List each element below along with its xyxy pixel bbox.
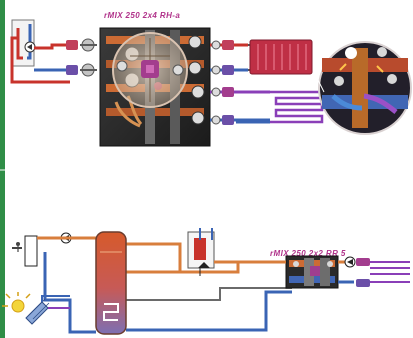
bottom-supply-lines [37, 238, 292, 272]
underfloor-loop [236, 92, 322, 122]
hot-water-tap-icon [12, 236, 37, 266]
bottom-room-icon [188, 228, 214, 268]
bottom-return-lines [45, 252, 292, 332]
radiator-icon [250, 40, 312, 74]
detail-inset-circle [314, 42, 411, 134]
bottom-manifold [286, 256, 338, 288]
left-room-icon [12, 20, 35, 66]
bottom-right-outputs [338, 257, 410, 287]
left-couplings [66, 39, 97, 76]
top-right-couplings [212, 40, 234, 125]
storage-tank [96, 232, 126, 334]
magnifier-lens [113, 33, 187, 107]
